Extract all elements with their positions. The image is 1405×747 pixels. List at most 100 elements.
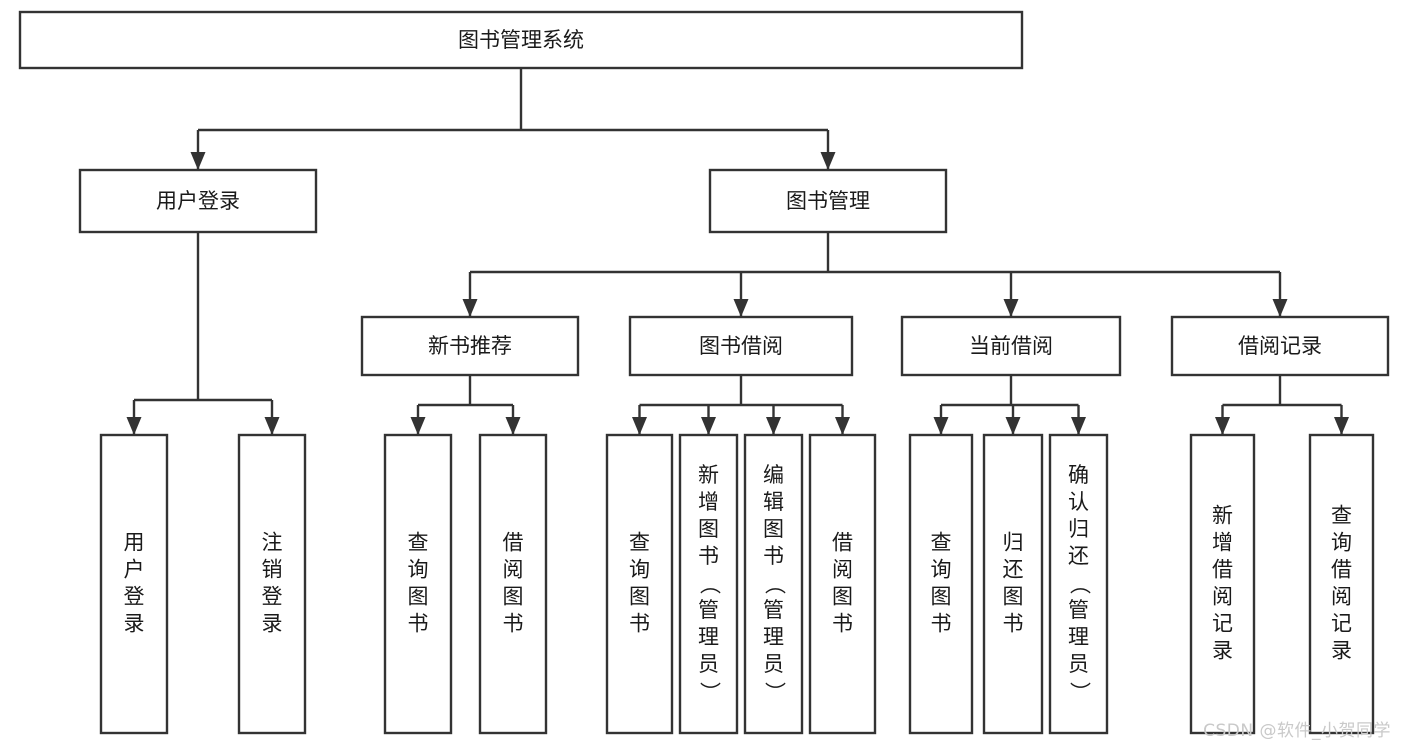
node-label-char: ） xyxy=(1068,682,1092,703)
node-label-char: 查 xyxy=(629,531,650,555)
node-box-leaf-add-record xyxy=(1189,433,1256,735)
node-label-char: 增 xyxy=(1212,531,1233,555)
node-label-char: 管 xyxy=(1068,598,1089,622)
node-borrow-record[interactable]: 借阅记录 xyxy=(1170,315,1390,377)
arrow-head-icon xyxy=(766,417,781,435)
arrow-head-icon xyxy=(701,417,716,435)
node-label-char: 用 xyxy=(124,531,145,555)
node-label-char: 辑 xyxy=(763,490,784,514)
node-box-new-book-recommend xyxy=(360,315,580,377)
node-label-char: 图 xyxy=(629,585,650,609)
node-leaf-user-login[interactable]: 用户登录 xyxy=(99,433,169,735)
node-label-char: 书 xyxy=(1003,612,1024,636)
connector-lines xyxy=(126,68,1349,435)
node-label-char: 书 xyxy=(763,544,784,568)
node-label-char: 阅 xyxy=(1331,585,1352,609)
node-box-leaf-borrow-book-1 xyxy=(478,433,548,735)
node-label-char: 管 xyxy=(698,598,719,622)
arrow-head-icon xyxy=(1334,417,1349,435)
node-box-user-login xyxy=(78,168,318,234)
node-label-char: 询 xyxy=(931,558,952,582)
node-label-char: 认 xyxy=(1068,490,1089,514)
node-label-char: 书 xyxy=(832,612,853,636)
node-label-char: 查 xyxy=(931,531,952,555)
node-label-char: 询 xyxy=(1331,531,1352,555)
node-label-char: 借 xyxy=(832,531,853,555)
node-label-char: 询 xyxy=(629,558,650,582)
node-box-borrow-record xyxy=(1170,315,1390,377)
node-label-char: 书 xyxy=(698,544,719,568)
node-user-login[interactable]: 用户登录 xyxy=(78,168,318,234)
node-label-char: 书 xyxy=(503,612,524,636)
arrow-head-icon xyxy=(835,417,850,435)
node-label-current-borrow: 当前借阅 xyxy=(969,334,1053,358)
node-box-leaf-query-book-1 xyxy=(383,433,453,735)
node-book-manage[interactable]: 图书管理 xyxy=(708,168,948,234)
node-label-char: ） xyxy=(763,682,787,703)
node-label-char: 录 xyxy=(1212,639,1233,663)
node-box-root xyxy=(18,10,1024,70)
node-label-char: 书 xyxy=(629,612,650,636)
node-label-char: 还 xyxy=(1068,544,1089,568)
node-label-char: （ xyxy=(763,574,787,595)
node-label-char: 记 xyxy=(1331,612,1352,636)
node-box-leaf-user-login xyxy=(99,433,169,735)
node-label-char: （ xyxy=(1068,574,1092,595)
node-label-char: 记 xyxy=(1212,612,1233,636)
arrow-head-icon xyxy=(1003,299,1019,317)
node-box-leaf-confirm-return xyxy=(1048,433,1109,735)
node-label-char: 借 xyxy=(503,531,524,555)
node-book-borrow[interactable]: 图书借阅 xyxy=(628,315,854,377)
node-box-leaf-edit-book xyxy=(743,433,804,735)
node-label-char: 图 xyxy=(1003,585,1024,609)
node-box-leaf-return-book xyxy=(982,433,1044,735)
node-label-char: 登 xyxy=(262,585,283,609)
node-label-char: 理 xyxy=(698,625,719,649)
node-label-char: 确 xyxy=(1068,463,1089,487)
node-root[interactable]: 图书管理系统 xyxy=(18,10,1024,70)
node-box-book-borrow xyxy=(628,315,854,377)
node-label-char: 图 xyxy=(408,585,429,609)
arrow-head-icon xyxy=(410,417,426,435)
node-box-leaf-add-book xyxy=(678,433,739,735)
node-label-char: 阅 xyxy=(1212,585,1233,609)
arrow-head-icon xyxy=(1272,299,1288,317)
node-box-leaf-query-book-3 xyxy=(908,433,974,735)
node-label-char: 员 xyxy=(763,652,784,676)
arrow-head-icon xyxy=(933,417,949,435)
node-new-book-recommend[interactable]: 新书推荐 xyxy=(360,315,580,377)
node-label-char: （ xyxy=(698,574,722,595)
arrow-head-icon xyxy=(462,299,478,317)
node-label-char: 销 xyxy=(262,558,283,582)
node-boxes: 图书管理系统用户登录图书管理新书推荐图书借阅当前借阅借阅记录用户登录注销登录查询… xyxy=(18,10,1390,735)
node-label-root: 图书管理系统 xyxy=(458,28,584,52)
node-label-char: 询 xyxy=(408,558,429,582)
arrow-head-icon xyxy=(820,152,836,170)
arrow-head-icon xyxy=(1215,417,1230,435)
arrow-head-icon xyxy=(1005,417,1021,435)
arrow-head-icon xyxy=(733,299,749,317)
node-current-borrow[interactable]: 当前借阅 xyxy=(900,315,1122,377)
node-box-leaf-logout xyxy=(237,433,307,735)
node-label-char: 查 xyxy=(408,531,429,555)
node-label-char: 员 xyxy=(698,652,719,676)
node-label-char: 注 xyxy=(262,531,283,555)
node-label-char: 查 xyxy=(1331,504,1352,528)
node-label-char: 阅 xyxy=(503,558,524,582)
node-label-char: 借 xyxy=(1331,558,1352,582)
node-label-char: 录 xyxy=(1331,639,1352,663)
node-label-char: 户 xyxy=(124,558,145,582)
